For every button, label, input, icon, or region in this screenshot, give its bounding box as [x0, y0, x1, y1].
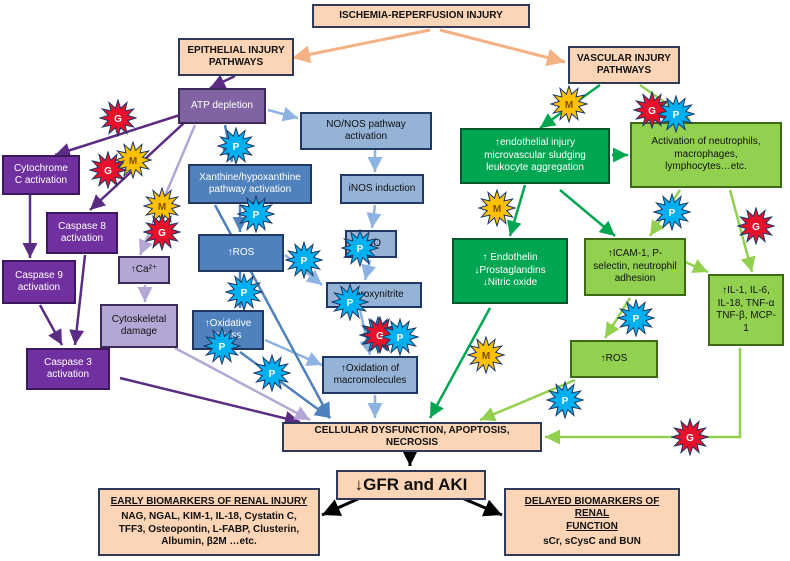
- starburst-label: G: [752, 222, 760, 233]
- m-starburst-icon: M: [467, 336, 505, 374]
- arrow: [119, 376, 301, 426]
- p-starburst-icon: P: [617, 299, 655, 337]
- arrow: [428, 307, 492, 419]
- starburst-label: P: [241, 288, 248, 299]
- m-starburst-icon: M: [550, 85, 588, 123]
- arrow: [559, 189, 616, 237]
- p-starburst-icon: P: [653, 193, 691, 231]
- starburst-label: G: [376, 331, 384, 342]
- p-starburst-icon: P: [285, 241, 323, 279]
- g-starburst-icon: G: [737, 207, 775, 245]
- arrow: [291, 28, 431, 64]
- starburst-label: P: [562, 396, 569, 407]
- p-starburst-icon: P: [253, 354, 291, 392]
- starburst-label: M: [565, 100, 573, 111]
- early-biomarkers-box: EARLY BIOMARKERS OF RENAL INJURY NAG, NG…: [98, 488, 320, 556]
- starburst-label: M: [129, 156, 137, 167]
- caspase-9-box: Caspase 9 activation: [2, 260, 76, 304]
- starburst-label: P: [347, 298, 354, 309]
- caspase-8-box: Caspase 8 activation: [46, 212, 118, 254]
- starburst-label: P: [233, 142, 240, 153]
- starburst-label: P: [219, 342, 226, 353]
- g-starburst-icon: G: [671, 418, 709, 456]
- arrow: [358, 309, 375, 356]
- endothelin-box: ↑ Endothelin ↓Prostaglandins ↓Nitric oxi…: [452, 238, 568, 304]
- starburst-label: P: [253, 210, 260, 221]
- m-starburst-icon: M: [478, 189, 516, 227]
- endothelial-injury-box: ↑endothelial injury microvascular sludgi…: [460, 128, 610, 184]
- no-nos-box: NO/NOS pathway activation: [300, 112, 432, 150]
- starburst-label: P: [397, 333, 404, 344]
- atp-depletion-box: ATP depletion: [178, 88, 266, 124]
- g-starburst-icon: G: [143, 213, 181, 251]
- delayed-biomarkers-box: DELAYED BIOMARKERS OF RENAL FUNCTION sCr…: [504, 488, 680, 556]
- starburst-label: M: [493, 204, 501, 215]
- arrow: [684, 259, 709, 274]
- delayed-biomarkers-list: sCr, sCysC and BUN: [543, 536, 641, 547]
- p-starburst-icon: P: [217, 127, 255, 165]
- epithelial-pathways-box: EPITHELIAL INJURY PATHWAYS: [178, 38, 294, 76]
- gfr-aki-box: ↓GFR and AKI: [336, 470, 486, 500]
- ros-epithelial-box: ↑ROS: [198, 234, 284, 272]
- p-starburst-icon: P: [237, 195, 275, 233]
- p-starburst-icon: P: [657, 95, 695, 133]
- arrow: [461, 496, 503, 517]
- starburst-label: G: [686, 433, 694, 444]
- p-starburst-icon: P: [546, 381, 584, 419]
- cytochrome-c-box: Cytochrome C activation: [2, 155, 80, 195]
- vascular-pathways-box: VASCULAR INJURY PATHWAYS: [568, 46, 680, 84]
- starburst-label: G: [114, 114, 122, 125]
- arrow: [545, 348, 742, 445]
- calcium-box: ↑Ca²⁺: [118, 256, 170, 284]
- activation-cells-box: Activation of neutrophils, macrophages, …: [630, 122, 782, 188]
- arrow: [38, 304, 64, 346]
- p-starburst-icon: P: [331, 283, 369, 321]
- arrow: [728, 189, 756, 273]
- g-starburst-icon: G: [89, 151, 127, 189]
- starburst-label: M: [482, 351, 490, 362]
- arrow: [439, 28, 566, 67]
- ros-vascular-box: ↑ROS: [570, 340, 658, 378]
- arrow: [69, 254, 87, 346]
- inos-box: iNOS induction: [340, 174, 424, 204]
- starburst-label: G: [648, 106, 656, 117]
- arrow: [366, 204, 382, 229]
- starburst-label: P: [669, 208, 676, 219]
- ischemia-reperfusion-box: ISCHEMIA-REPERFUSION INJURY: [312, 4, 530, 28]
- early-biomarkers-list: NAG, NGAL, KIM-1, IL-18, Cystatin C, TFF…: [118, 511, 300, 547]
- p-starburst-icon: P: [381, 318, 419, 356]
- arrow: [209, 74, 236, 90]
- starburst-label: P: [673, 110, 680, 121]
- arrow: [321, 496, 361, 517]
- oxidation-macromolecules-box: ↑Oxidation of macromolecules: [322, 356, 418, 394]
- starburst-label: G: [104, 166, 112, 177]
- cellular-dysfunction-box: CELLULAR DYSFUNCTION, APOPTOSIS, NECROSI…: [282, 422, 542, 452]
- arrow: [507, 184, 527, 237]
- delayed-biomarkers-title: DELAYED BIOMARKERS OF RENAL FUNCTION: [524, 495, 660, 532]
- starburst-label: G: [158, 228, 166, 239]
- arrow: [174, 346, 311, 422]
- caspase-3-box: Caspase 3 activation: [26, 348, 110, 390]
- p-starburst-icon: P: [203, 327, 241, 365]
- starburst-label: P: [269, 369, 276, 380]
- xanthine-box: Xanthine/hypoxanthine pathway activation: [188, 164, 312, 204]
- arrow: [267, 106, 299, 122]
- p-starburst-icon: P: [341, 229, 379, 267]
- starburst-label: M: [158, 202, 166, 213]
- early-biomarkers-title: EARLY BIOMARKERS OF RENAL INJURY: [110, 495, 308, 507]
- p-starburst-icon: P: [225, 273, 263, 311]
- starburst-label: P: [633, 314, 640, 325]
- starburst-label: P: [357, 244, 364, 255]
- icam-box: ↑ICAM-1, P- selectin, neutrophil adhesio…: [584, 238, 686, 296]
- arrow: [239, 350, 331, 420]
- m-starburst-icon: M: [114, 141, 152, 179]
- g-starburst-icon: G: [99, 99, 137, 137]
- starburst-label: P: [301, 256, 308, 267]
- cytoskeletal-box: Cytoskeletal damage: [100, 304, 178, 348]
- interleukins-box: ↑IL-1, IL-6, IL-18, TNF-α TNF-β, MCP-1: [708, 274, 784, 346]
